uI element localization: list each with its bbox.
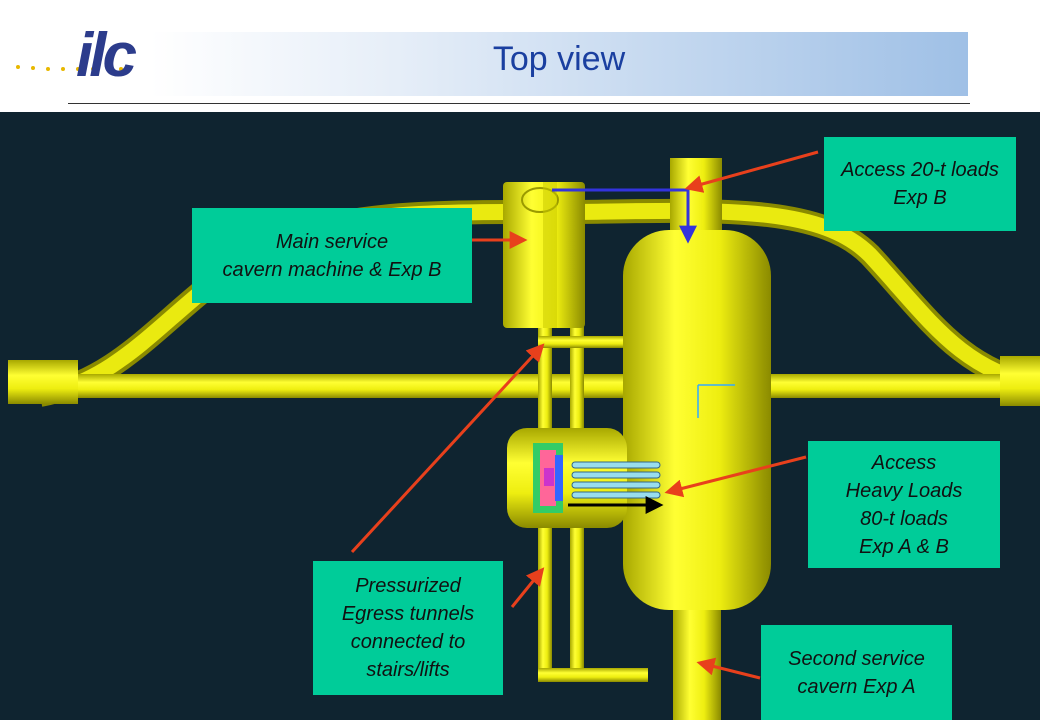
- callout-main-service: Main service cavern machine & Exp B: [192, 208, 472, 303]
- arrow-access-20t: [684, 150, 819, 193]
- logo-dots-icon: [16, 65, 123, 71]
- egress-tunnel-link-top: [538, 336, 630, 348]
- callout-egress: Pressurized Egress tunnels connected to …: [313, 561, 503, 695]
- arrow-egress-upper: [350, 343, 545, 554]
- slide-header: ilc Top view: [0, 0, 1040, 112]
- beam-tunnel-left-end: [8, 360, 78, 404]
- egress-tunnel-link-bottom: [538, 668, 648, 682]
- logo-wordmark: ilc: [76, 21, 137, 90]
- callout-main-service-text: Main service cavern machine & Exp B: [222, 230, 442, 281]
- detector-assembly: [533, 443, 661, 513]
- beam-tunnel: [8, 374, 1040, 398]
- callout-access-heavy: Access Heavy Loads 80-t loads Exp A & B: [808, 441, 1000, 568]
- second-service-shaft: [673, 600, 721, 720]
- callout-egress-text: Pressurized Egress tunnels connected to …: [341, 575, 475, 681]
- arrow-egress-lower: [510, 567, 545, 608]
- main-experimental-cavern: [623, 230, 771, 610]
- beam-tunnel-right-end: [1000, 356, 1040, 406]
- callout-second-service-text: Second service cavern Exp A: [788, 647, 925, 698]
- axis-gizmo-icon: [697, 384, 735, 418]
- arrow-second-service: [696, 657, 761, 680]
- ilc-logo: ilc: [6, 12, 156, 102]
- callout-access-20t-text: Access 20-t loads Exp B: [841, 159, 999, 209]
- arrow-access-heavy: [664, 455, 807, 498]
- callout-access-heavy-text: Access Heavy Loads 80-t loads Exp A & B: [845, 451, 963, 558]
- callout-second-service: Second service cavern Exp A: [761, 625, 952, 720]
- header-divider: [68, 103, 970, 104]
- cavern-diagram: [0, 112, 1040, 720]
- title-band: [150, 32, 968, 96]
- callout-access-20t: Access 20-t loads Exp B: [824, 137, 1016, 231]
- page-title: Top view: [492, 40, 626, 78]
